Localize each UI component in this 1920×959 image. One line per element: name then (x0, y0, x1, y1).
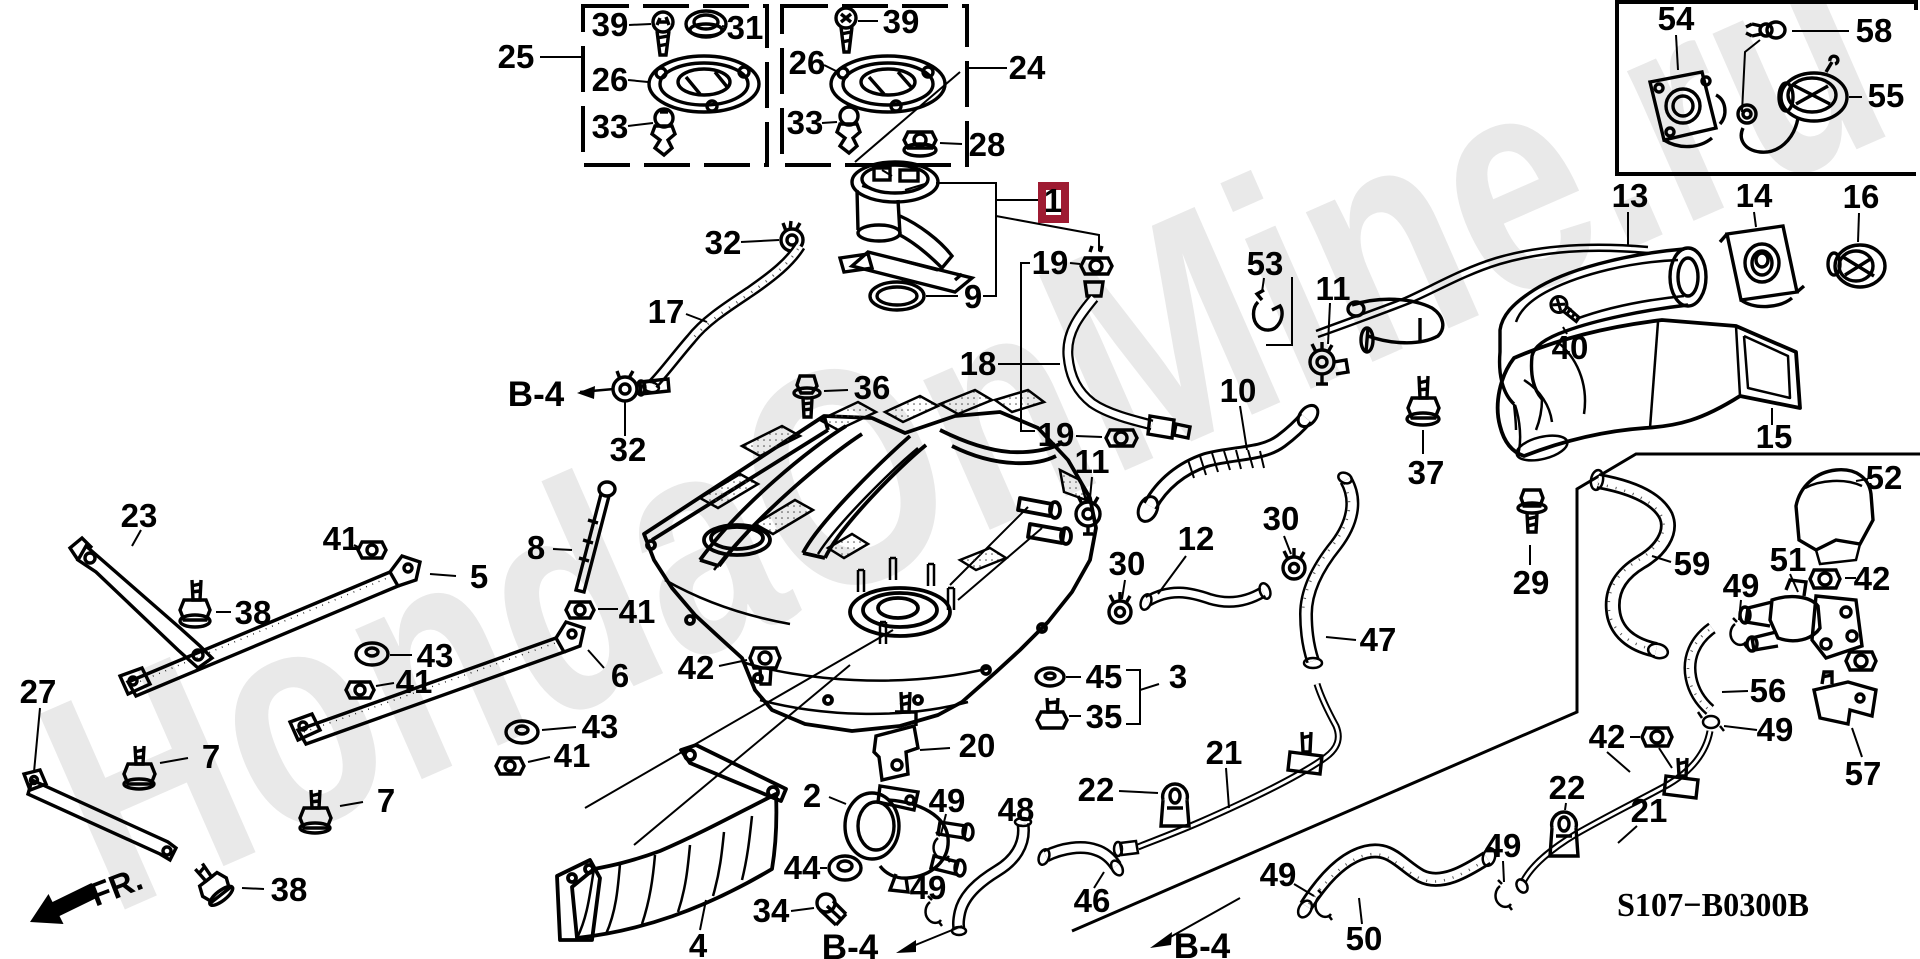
svg-text:5: 5 (470, 558, 488, 595)
svg-text:30: 30 (1109, 545, 1146, 582)
svg-text:37: 37 (1408, 454, 1445, 491)
svg-text:11: 11 (1075, 443, 1110, 480)
svg-text:B-4: B-4 (1174, 927, 1231, 959)
svg-text:22: 22 (1078, 771, 1115, 808)
svg-text:18: 18 (960, 345, 997, 382)
svg-text:39: 39 (592, 6, 629, 43)
svg-text:20: 20 (959, 727, 996, 764)
svg-text:55: 55 (1868, 77, 1905, 114)
svg-text:47: 47 (1360, 621, 1397, 658)
svg-text:46: 46 (1074, 882, 1111, 919)
svg-text:4: 4 (689, 927, 708, 959)
svg-text:19: 19 (1038, 416, 1075, 453)
svg-text:B-4: B-4 (822, 928, 879, 959)
svg-text:41: 41 (619, 593, 656, 630)
svg-text:58: 58 (1856, 12, 1893, 49)
svg-text:11: 11 (1316, 270, 1351, 307)
svg-text:21: 21 (1206, 734, 1243, 771)
svg-text:48: 48 (998, 791, 1035, 828)
svg-text:53: 53 (1247, 245, 1284, 282)
svg-text:50: 50 (1346, 920, 1383, 957)
svg-text:21: 21 (1631, 792, 1668, 829)
svg-text:38: 38 (271, 871, 308, 908)
svg-text:22: 22 (1549, 769, 1586, 806)
svg-text:23: 23 (121, 497, 158, 534)
svg-text:B-4: B-4 (508, 375, 565, 414)
svg-text:33: 33 (787, 104, 824, 141)
svg-text:12: 12 (1178, 520, 1215, 557)
svg-text:3: 3 (1169, 658, 1187, 695)
svg-text:7: 7 (377, 782, 395, 819)
svg-text:8: 8 (527, 529, 545, 566)
svg-text:56: 56 (1750, 672, 1787, 709)
svg-text:9: 9 (964, 278, 982, 315)
svg-text:43: 43 (417, 637, 454, 674)
svg-text:13: 13 (1612, 177, 1649, 214)
svg-text:26: 26 (592, 61, 629, 98)
svg-text:41: 41 (396, 663, 433, 700)
svg-text:41: 41 (323, 520, 360, 557)
svg-text:15: 15 (1756, 418, 1793, 455)
svg-text:49: 49 (1260, 856, 1297, 893)
svg-text:16: 16 (1843, 178, 1880, 215)
svg-text:32: 32 (610, 431, 647, 468)
svg-text:27: 27 (20, 673, 57, 710)
svg-text:6: 6 (611, 657, 629, 694)
svg-text:45: 45 (1086, 658, 1123, 695)
svg-text:25: 25 (498, 38, 535, 75)
svg-text:35: 35 (1086, 698, 1123, 735)
svg-text:51: 51 (1770, 541, 1807, 578)
svg-text:44: 44 (784, 849, 821, 886)
svg-text:42: 42 (1589, 718, 1626, 755)
svg-text:49: 49 (910, 869, 947, 906)
svg-text:26: 26 (789, 44, 826, 81)
svg-text:57: 57 (1845, 755, 1882, 792)
svg-text:49: 49 (929, 782, 966, 819)
svg-text:49: 49 (1723, 567, 1760, 604)
svg-text:32: 32 (705, 224, 742, 261)
svg-text:59: 59 (1674, 545, 1711, 582)
svg-text:29: 29 (1513, 564, 1550, 601)
svg-text:39: 39 (883, 3, 920, 40)
svg-text:10: 10 (1220, 372, 1257, 409)
svg-text:38: 38 (235, 594, 272, 631)
svg-text:40: 40 (1552, 329, 1589, 366)
svg-text:54: 54 (1658, 0, 1695, 37)
svg-text:1: 1 (1044, 182, 1062, 219)
svg-text:41: 41 (554, 737, 591, 774)
svg-text:19: 19 (1032, 244, 1069, 281)
svg-text:S107−B0300B: S107−B0300B (1617, 887, 1809, 924)
svg-text:31: 31 (727, 9, 764, 46)
svg-text:14: 14 (1736, 177, 1773, 214)
svg-text:43: 43 (582, 708, 619, 745)
svg-text:52: 52 (1866, 459, 1903, 496)
svg-text:24: 24 (1009, 49, 1046, 86)
svg-text:42: 42 (1854, 560, 1891, 597)
svg-text:34: 34 (753, 892, 790, 929)
svg-text:7: 7 (202, 738, 220, 775)
svg-text:49: 49 (1485, 827, 1522, 864)
svg-text:30: 30 (1263, 500, 1300, 537)
svg-text:49: 49 (1757, 711, 1794, 748)
svg-text:33: 33 (592, 108, 629, 145)
svg-text:36: 36 (854, 369, 891, 406)
svg-text:42: 42 (678, 649, 715, 686)
svg-text:2: 2 (803, 777, 821, 814)
svg-text:28: 28 (969, 126, 1006, 163)
svg-text:17: 17 (648, 293, 685, 330)
